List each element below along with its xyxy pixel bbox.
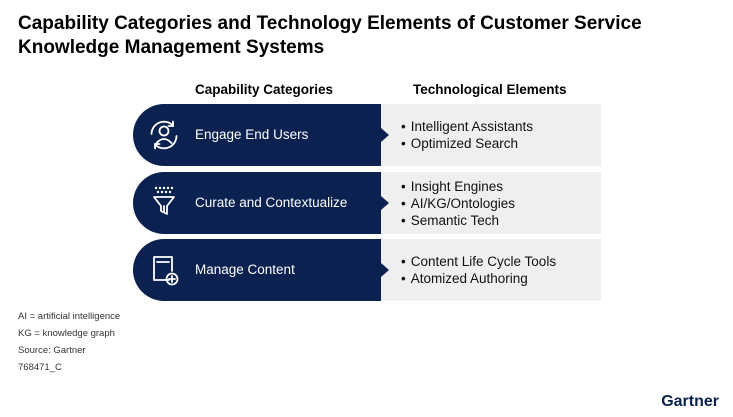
technology-list: Content Life Cycle Tools Atomized Author… (401, 239, 556, 301)
technology-item: Content Life Cycle Tools (401, 253, 556, 270)
funnel-icon (153, 186, 175, 215)
technology-item: Intelligent Assistants (401, 118, 533, 135)
connector-arrow (381, 196, 389, 210)
document-id: 768471_C (18, 362, 62, 373)
capability-row-engage: Engage End Users Intelligent Assistants … (133, 104, 601, 166)
footnote-ai: AI = artificial intelligence (18, 311, 121, 322)
capability-pill (133, 104, 381, 166)
capability-categories-header: Capability Categories (195, 82, 334, 97)
technology-item: Insight Engines (401, 178, 515, 195)
capability-pill (133, 239, 381, 301)
connector-arrow (381, 263, 389, 277)
page-title: Capability Categories and Technology Ele… (18, 13, 642, 58)
technology-item: AI/KG/Ontologies (401, 195, 515, 212)
capability-row-curate: Curate and Contextualize Insight Engines… (133, 172, 601, 234)
capability-pill (133, 172, 381, 234)
footnotes: AI = artificial intelligence KG = knowle… (18, 308, 120, 376)
technology-item: Atomized Authoring (401, 270, 556, 287)
gartner-logo: Gartner (661, 393, 719, 410)
user-cycle-icon (150, 120, 178, 150)
footnote-kg: KG = knowledge graph (18, 328, 115, 339)
capability-row-manage: Manage Content Content Life Cycle Tools … (133, 239, 601, 301)
technology-item: Optimized Search (401, 135, 533, 152)
document-add-icon (153, 256, 179, 286)
technological-elements-header: Technological Elements (413, 82, 567, 97)
capability-label: Engage End Users (195, 127, 309, 142)
capability-label: Curate and Contextualize (195, 195, 348, 210)
technology-item: Semantic Tech (401, 212, 515, 229)
technology-list: Insight Engines AI/KG/Ontologies Semanti… (401, 172, 515, 234)
technology-list: Intelligent Assistants Optimized Search (401, 104, 533, 166)
source-note: Source: Gartner (18, 345, 86, 356)
capability-label: Manage Content (195, 262, 295, 277)
connector-arrow (381, 128, 389, 142)
